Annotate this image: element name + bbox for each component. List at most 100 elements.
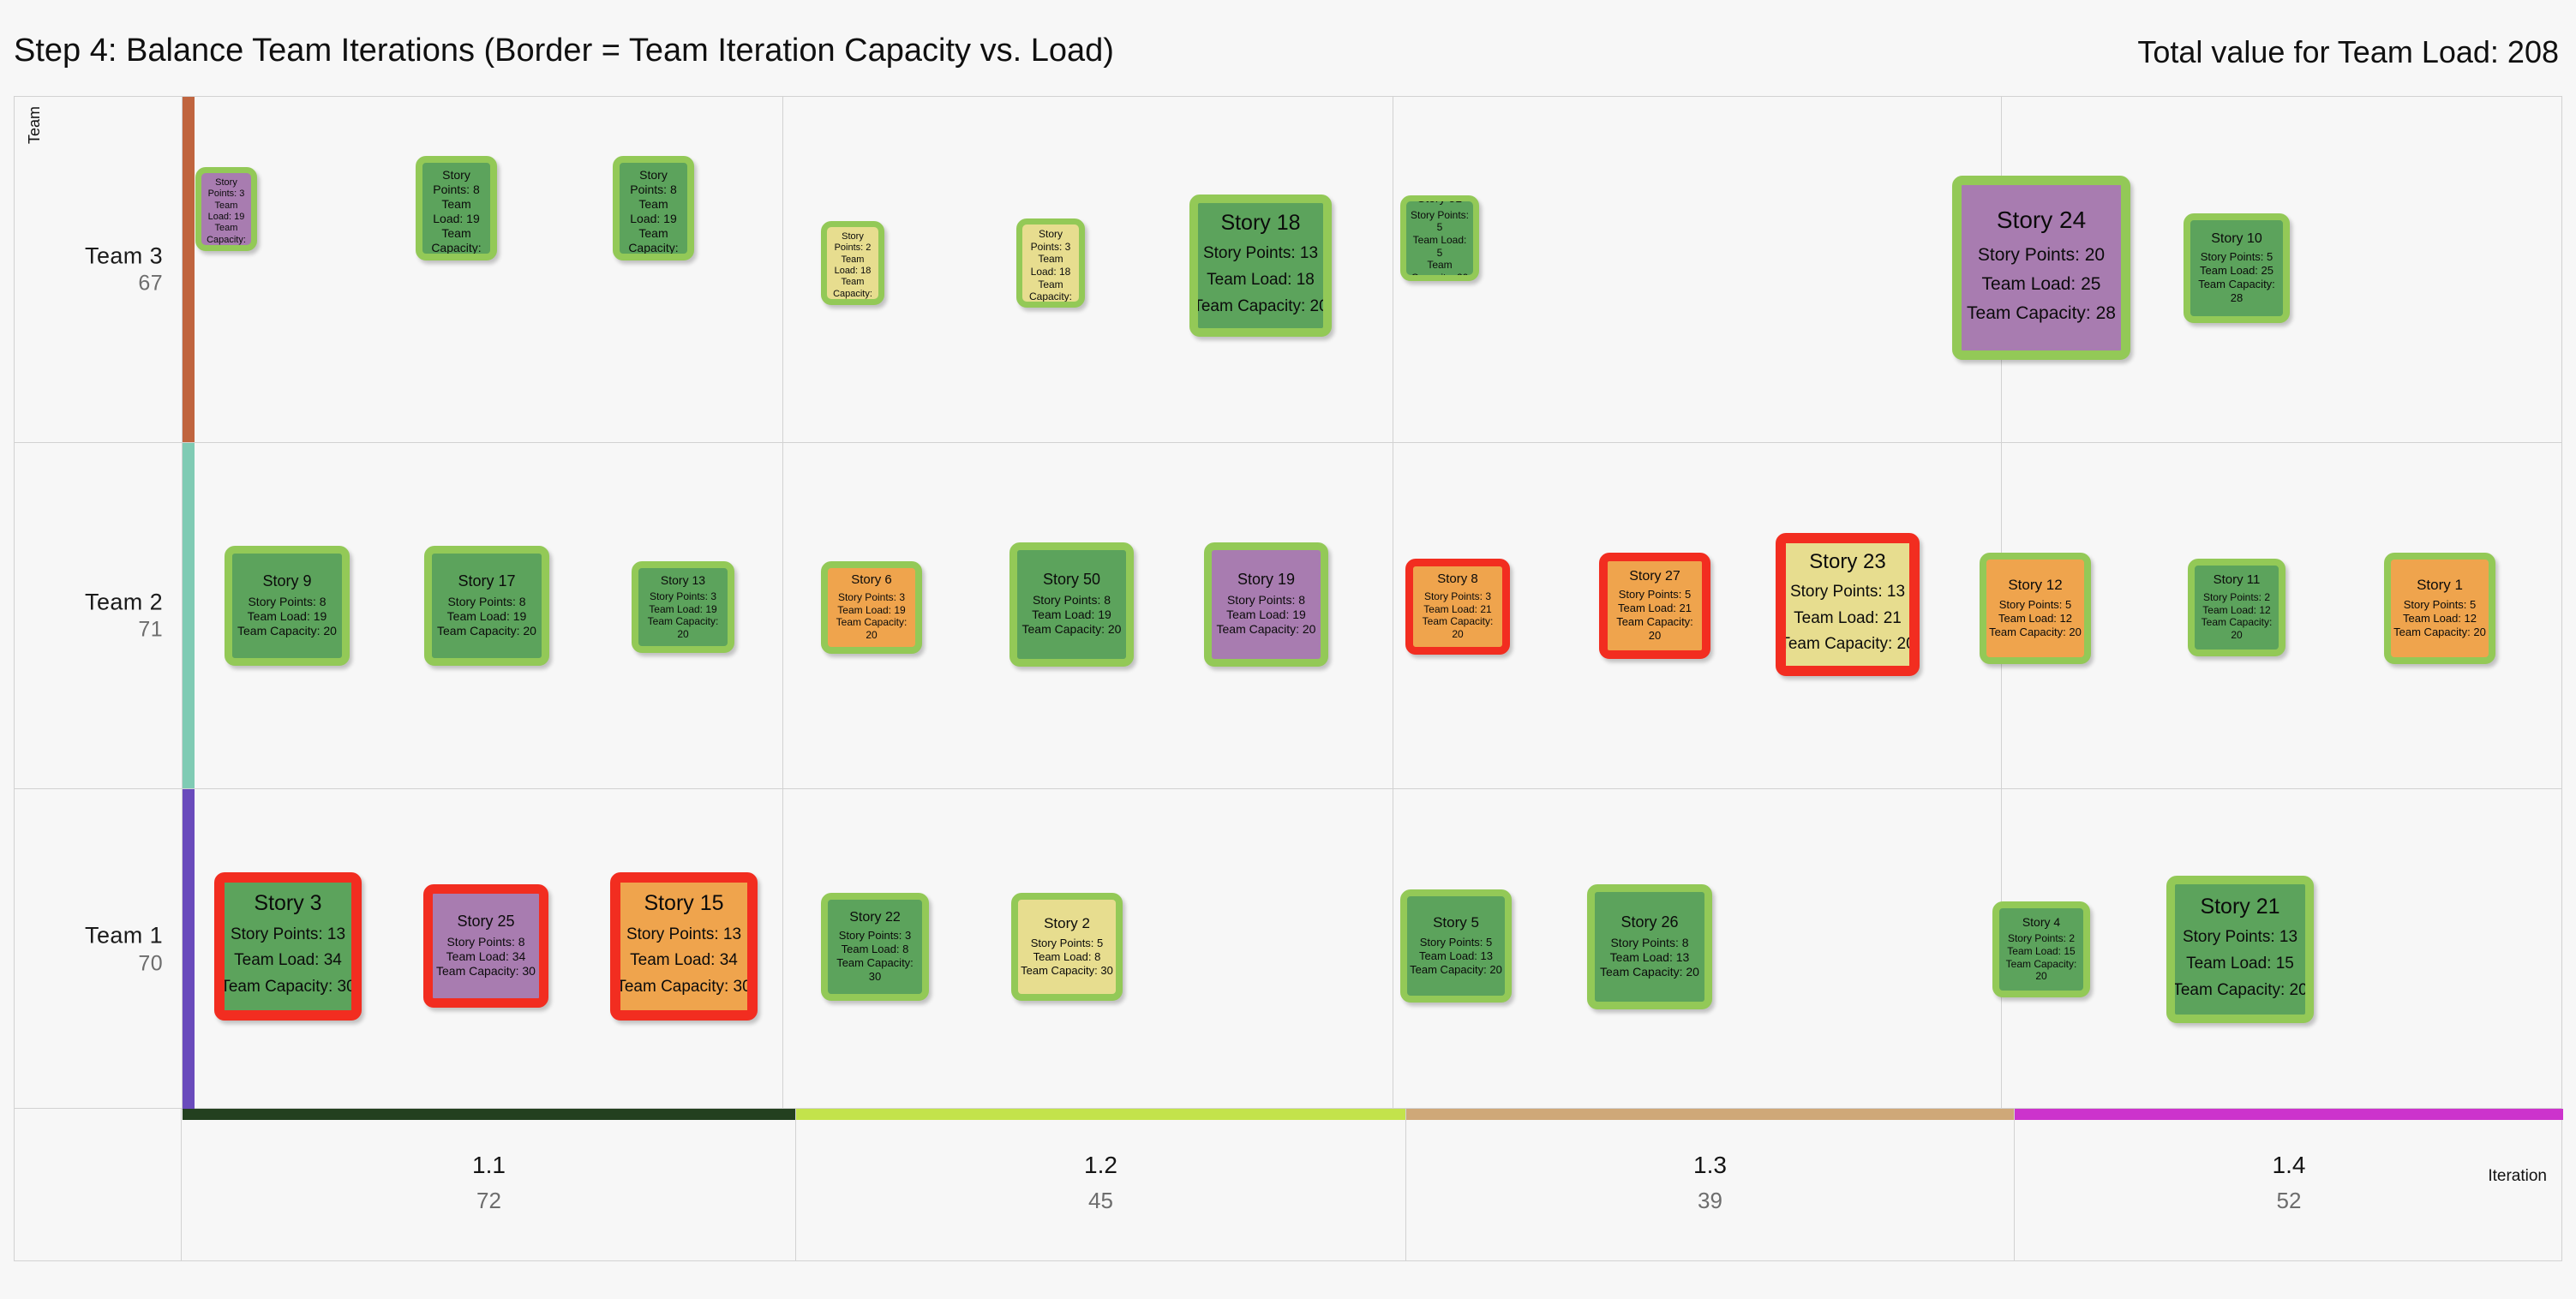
iteration-color-bar: [1406, 1109, 2014, 1120]
team-color-bar: [183, 443, 195, 788]
story-points-label: Story Points: 8: [248, 594, 326, 608]
story-points-label: Story Points: 8: [433, 167, 480, 196]
team-capacity-label: Team Capacity: 20: [207, 223, 246, 245]
iteration-name: 1.4: [2272, 1152, 2306, 1178]
team-capacity-label: Team Capacity: 20: [1616, 615, 1693, 642]
story-points-label: Story Points: 5: [1410, 208, 1470, 234]
team-name: Team 2: [85, 589, 163, 614]
team-load-label: Team Load: 8: [841, 943, 909, 956]
team-capacity-label: Team Capacity: 30: [220, 978, 356, 997]
team-capacity-label: Team Capacity: 20: [647, 615, 719, 640]
team-load-label: Team Load: 21: [1794, 608, 1902, 627]
story-points-label: Story Points: 5: [1030, 936, 1104, 949]
story-points-label: Story Points: 5: [2403, 597, 2477, 611]
team-load-label: Team Load: 25: [1981, 273, 2101, 294]
story-points-label: Story Points: 5: [1419, 935, 1493, 949]
story-card-title: Story 10: [2211, 231, 2262, 247]
story-card-title: Story 24: [1996, 207, 2087, 234]
team-capacity-label: Team Capacity: 20: [1410, 962, 1502, 976]
iteration-total-load: 39: [1698, 1188, 1722, 1214]
team-load-label: Team Load: 18: [834, 254, 872, 276]
story-card-title: Story 1: [2417, 577, 2463, 594]
x-axis-label: Iteration: [2488, 1167, 2547, 1185]
story-card-title: Story 21: [2200, 894, 2280, 919]
team-name: Team 3: [85, 242, 163, 268]
chart-header: Step 4: Balance Team Iterations (Border …: [0, 0, 2576, 96]
story-card-title: Story 22: [849, 910, 901, 925]
story-card-title: Story 17: [458, 572, 516, 590]
x-axis-corner-spacer: [14, 1109, 182, 1261]
story-points-label: Story Points: 2: [2007, 932, 2076, 945]
story-card-title: Story 12: [2008, 577, 2063, 594]
story-card-title: Story 23: [1809, 549, 1886, 573]
team-load-label: Team Load: 19: [1226, 608, 1306, 622]
team-capacity-label: Team Capacity: 20: [1021, 622, 1122, 637]
story-points-label: Story Points: 3: [1423, 590, 1492, 603]
team-load-label: Team Load: 12: [2202, 603, 2271, 616]
story-card-title: Story 11: [2213, 572, 2261, 588]
story-card-title: Story 50: [1042, 571, 1101, 589]
team-capacity-label: Team Capacity: 30: [616, 978, 752, 997]
iteration-name: 1.3: [1693, 1152, 1727, 1178]
page-title: Step 4: Balance Team Iterations (Border …: [14, 33, 1114, 69]
story-points-label: Story Points: 3: [649, 590, 717, 602]
team-load-label: Team Load: 19: [1032, 608, 1111, 622]
story-points-label: Story Points: 3: [837, 591, 906, 604]
team-capacity-label: Team Capacity: 20: [237, 623, 337, 638]
team-load-label: Team Load: 34: [446, 949, 526, 963]
team-load-label: Team Load: 12: [2402, 611, 2477, 625]
team-capacity-label: Team Capacity: 20: [431, 225, 482, 255]
team-capacity-label: Team Capacity: 20: [1989, 625, 2082, 638]
story-points-label: Story Points: 2: [834, 230, 872, 254]
story-card-title: Story 28: [204, 173, 249, 174]
